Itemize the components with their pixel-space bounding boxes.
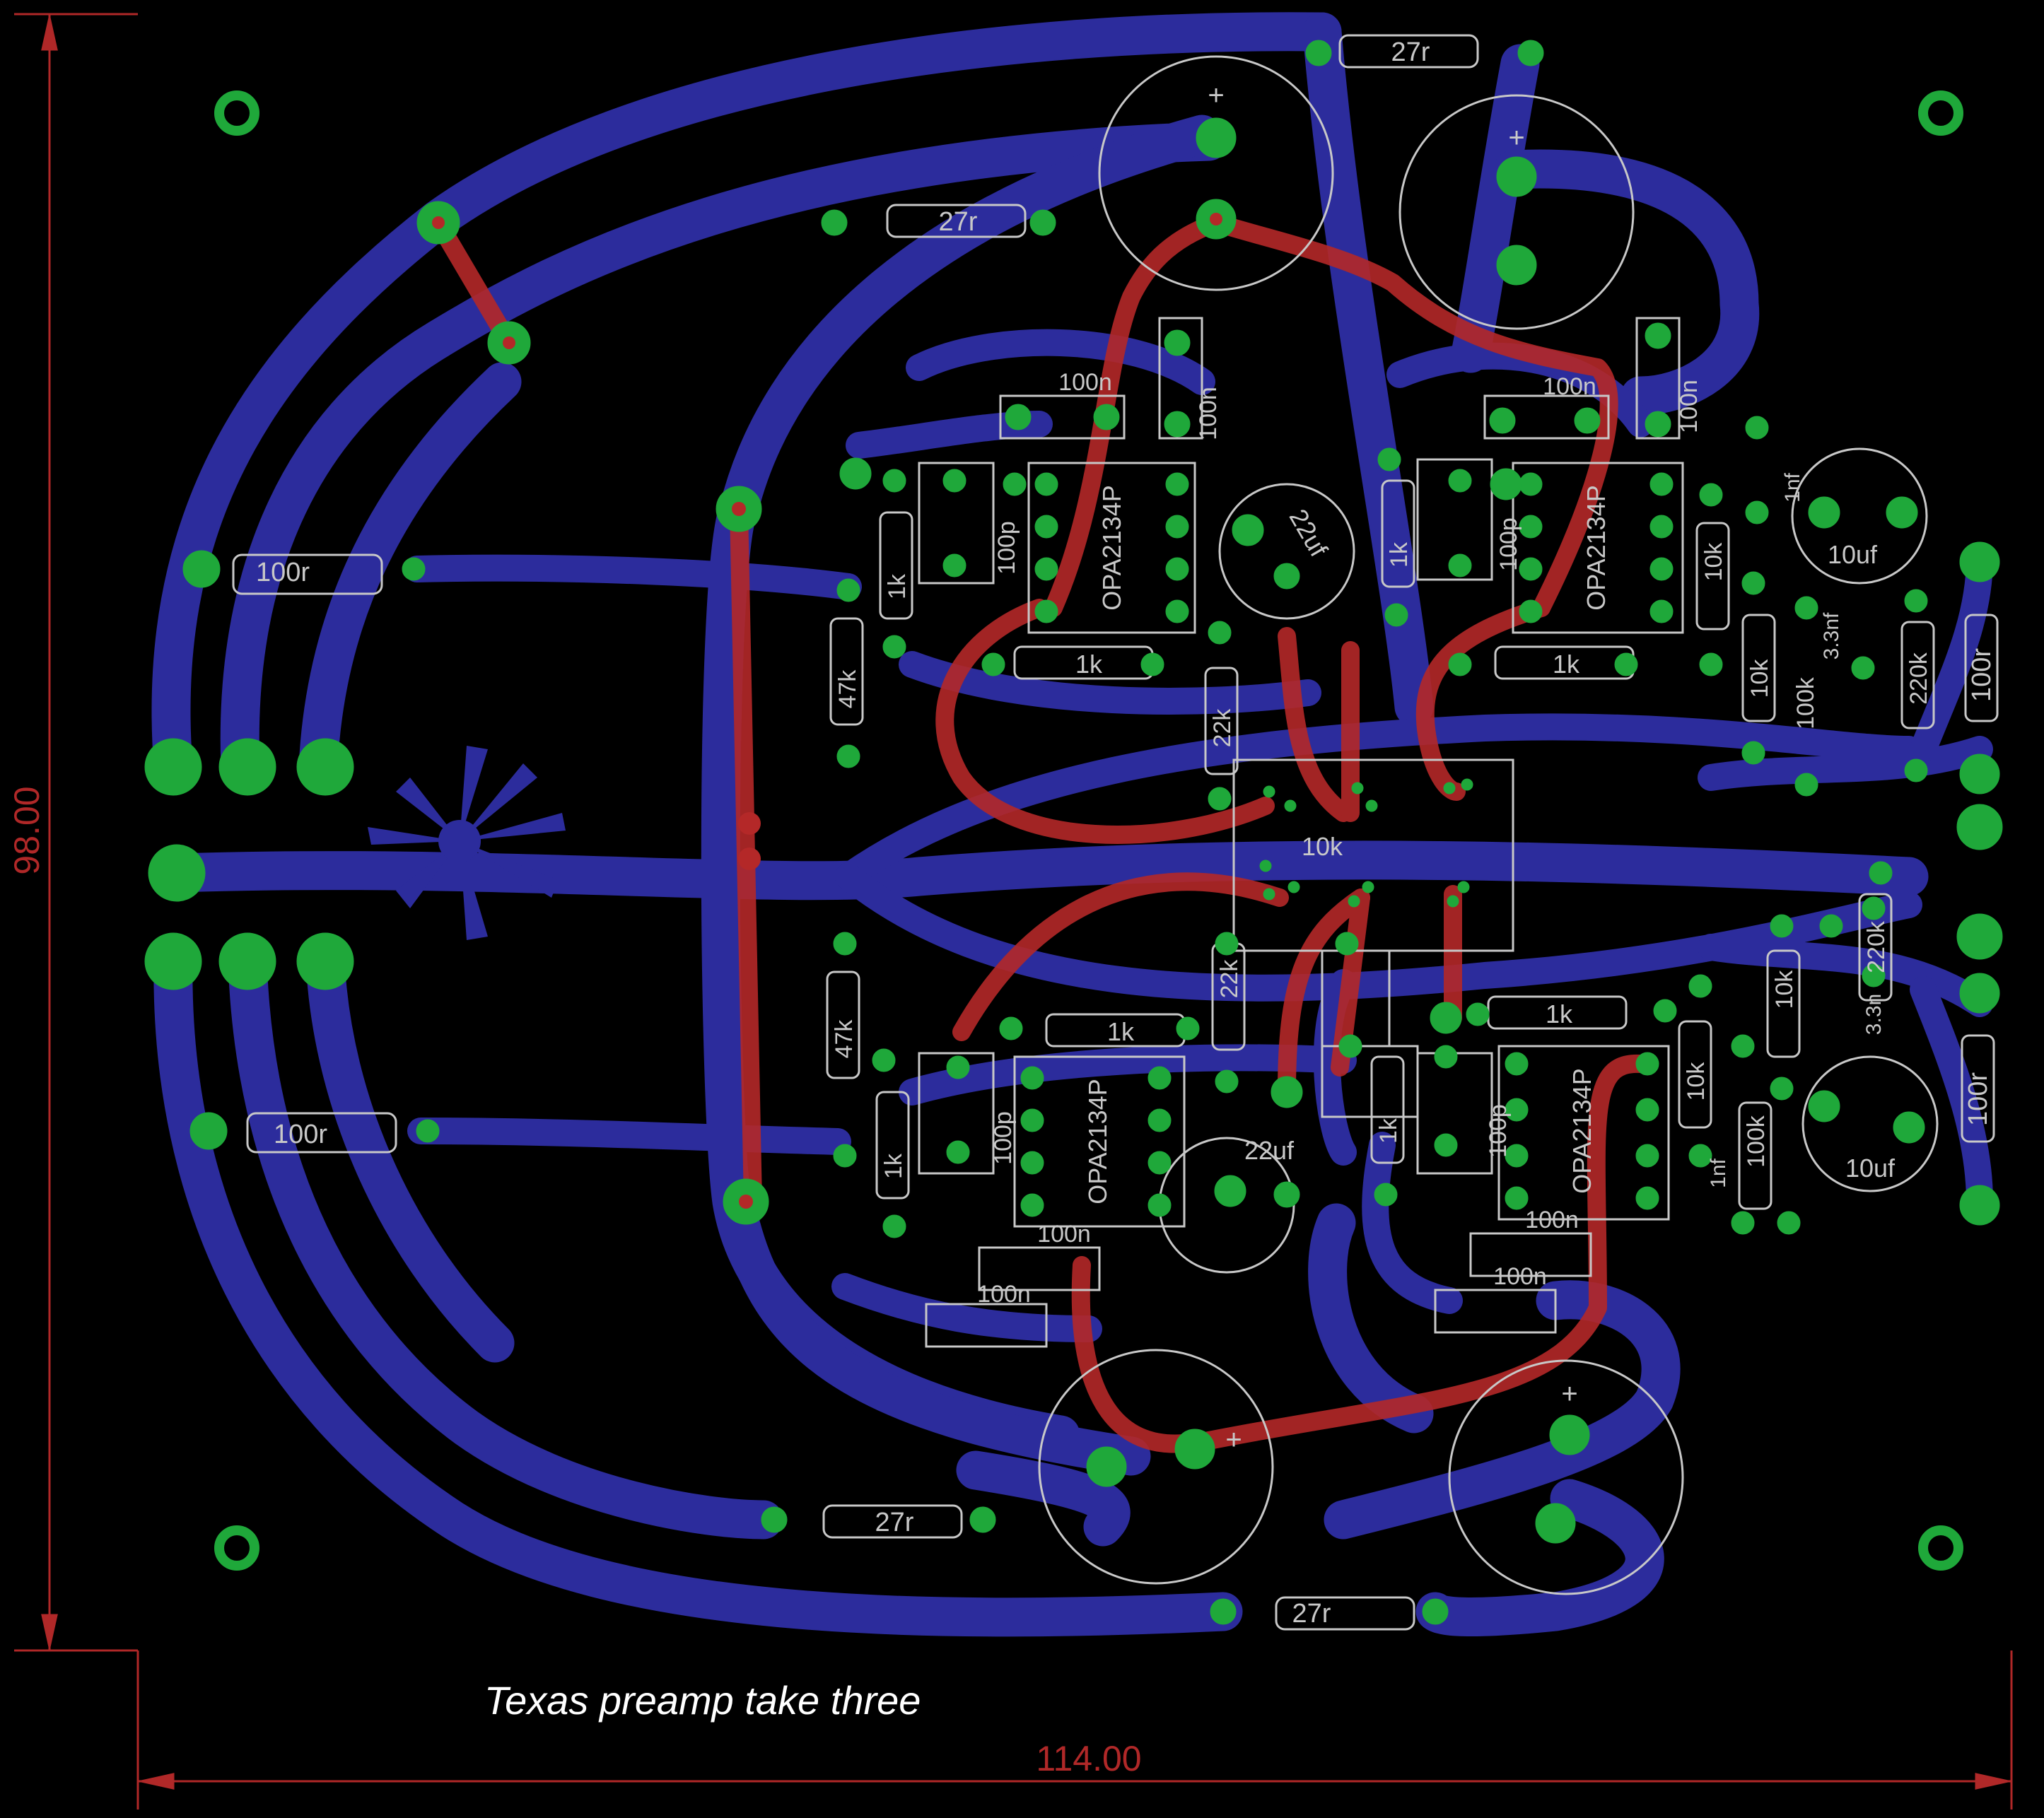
board-title: Texas preamp take three xyxy=(484,1678,921,1723)
label-10k-c: 10k xyxy=(1771,970,1798,1009)
label-1k-a: 1k xyxy=(1075,650,1103,679)
label-27r-bottom: 27r xyxy=(1292,1599,1331,1629)
label-1k-c: 1k xyxy=(1107,1017,1135,1046)
label-1k-e: 1k xyxy=(884,573,911,599)
plus-marker-2: + xyxy=(1508,122,1524,153)
label-1k-b: 1k xyxy=(1553,650,1580,679)
label-10k-d: 10k xyxy=(1683,1062,1710,1101)
label-27r-top: 27r xyxy=(1391,37,1430,67)
label-1k-h: 1k xyxy=(1375,1118,1402,1144)
height-dimension: 98.00 xyxy=(7,786,47,874)
top-layer-traces xyxy=(429,213,1649,1453)
label-ic-b: OPA2134P xyxy=(1582,485,1611,610)
label-27r-lower: 27r xyxy=(875,1508,914,1537)
width-dimension: 114.00 xyxy=(1036,1739,1141,1778)
label-10k-b: 10k xyxy=(1746,659,1773,698)
label-100p-4: 100p xyxy=(1485,1104,1512,1158)
label-100p-3: 100p xyxy=(990,1111,1017,1165)
label-1nf-bot: 1nf xyxy=(1707,1158,1730,1187)
label-pot: 10k xyxy=(1302,832,1343,861)
label-ic-c: OPA2134P xyxy=(1083,1079,1112,1204)
label-100r-right-bot: 100r xyxy=(1963,1072,1993,1126)
label-10uf-bot: 10uf xyxy=(1845,1154,1896,1183)
label-1k-f: 1k xyxy=(1386,541,1413,568)
pads xyxy=(144,40,2003,1625)
label-1k-g: 1k xyxy=(880,1153,907,1179)
label-22uf-bot: 22uf xyxy=(1244,1136,1295,1165)
label-100n-6: 100n xyxy=(977,1281,1031,1308)
dimension-markers xyxy=(14,13,2013,1810)
label-10k-a: 10k xyxy=(1700,542,1727,582)
label-100r-left-bot: 100r xyxy=(274,1120,327,1149)
plus-marker-3: + xyxy=(1225,1424,1242,1455)
label-ic-a: OPA2134P xyxy=(1097,485,1126,610)
label-3n3-top: 3.3nf xyxy=(1820,612,1843,659)
bottom-layer-traces xyxy=(151,12,1993,1637)
label-ic-d: OPA2134P xyxy=(1567,1068,1596,1193)
label-47k-top: 47k xyxy=(834,669,861,709)
label-100n-8: 100n xyxy=(1493,1263,1547,1290)
label-100n-7: 100n xyxy=(1525,1207,1579,1233)
label-100n-3: 100n xyxy=(1195,387,1222,440)
label-100k-top: 100k xyxy=(1792,676,1819,729)
label-100n-2: 100n xyxy=(1543,373,1596,400)
label-27r-upper: 27r xyxy=(939,207,978,237)
label-100p-2: 100p xyxy=(1495,517,1522,571)
label-47k-bot: 47k xyxy=(831,1019,858,1059)
label-100n-5: 100n xyxy=(1037,1221,1091,1248)
label-1nf-top: 1nf xyxy=(1781,472,1804,502)
label-100p-1: 100p xyxy=(993,521,1020,575)
label-100r-right-top: 100r xyxy=(1967,648,1997,702)
label-10uf-top: 10uf xyxy=(1828,540,1878,569)
label-100n-1: 100n xyxy=(1058,369,1112,396)
plus-marker-4: + xyxy=(1561,1378,1577,1409)
label-3n3-bot: 3.3n xyxy=(1862,994,1886,1035)
plus-marker-1: + xyxy=(1208,80,1224,111)
label-100k-bot: 100k xyxy=(1743,1115,1770,1168)
label-22k-bot: 22k xyxy=(1216,959,1243,999)
label-100n-4: 100n xyxy=(1676,380,1703,433)
component-labels: 27r 27r 27r 27r 100r 100r 100r 100r 1k 1… xyxy=(256,37,1997,1629)
rotary-switch xyxy=(368,746,566,940)
label-1k-d: 1k xyxy=(1546,999,1573,1028)
label-220k-bot: 220k xyxy=(1863,920,1890,973)
label-22k-top: 22k xyxy=(1209,708,1236,748)
label-220k-top: 220k xyxy=(1905,652,1932,705)
label-100r-left-top: 100r xyxy=(256,558,310,587)
